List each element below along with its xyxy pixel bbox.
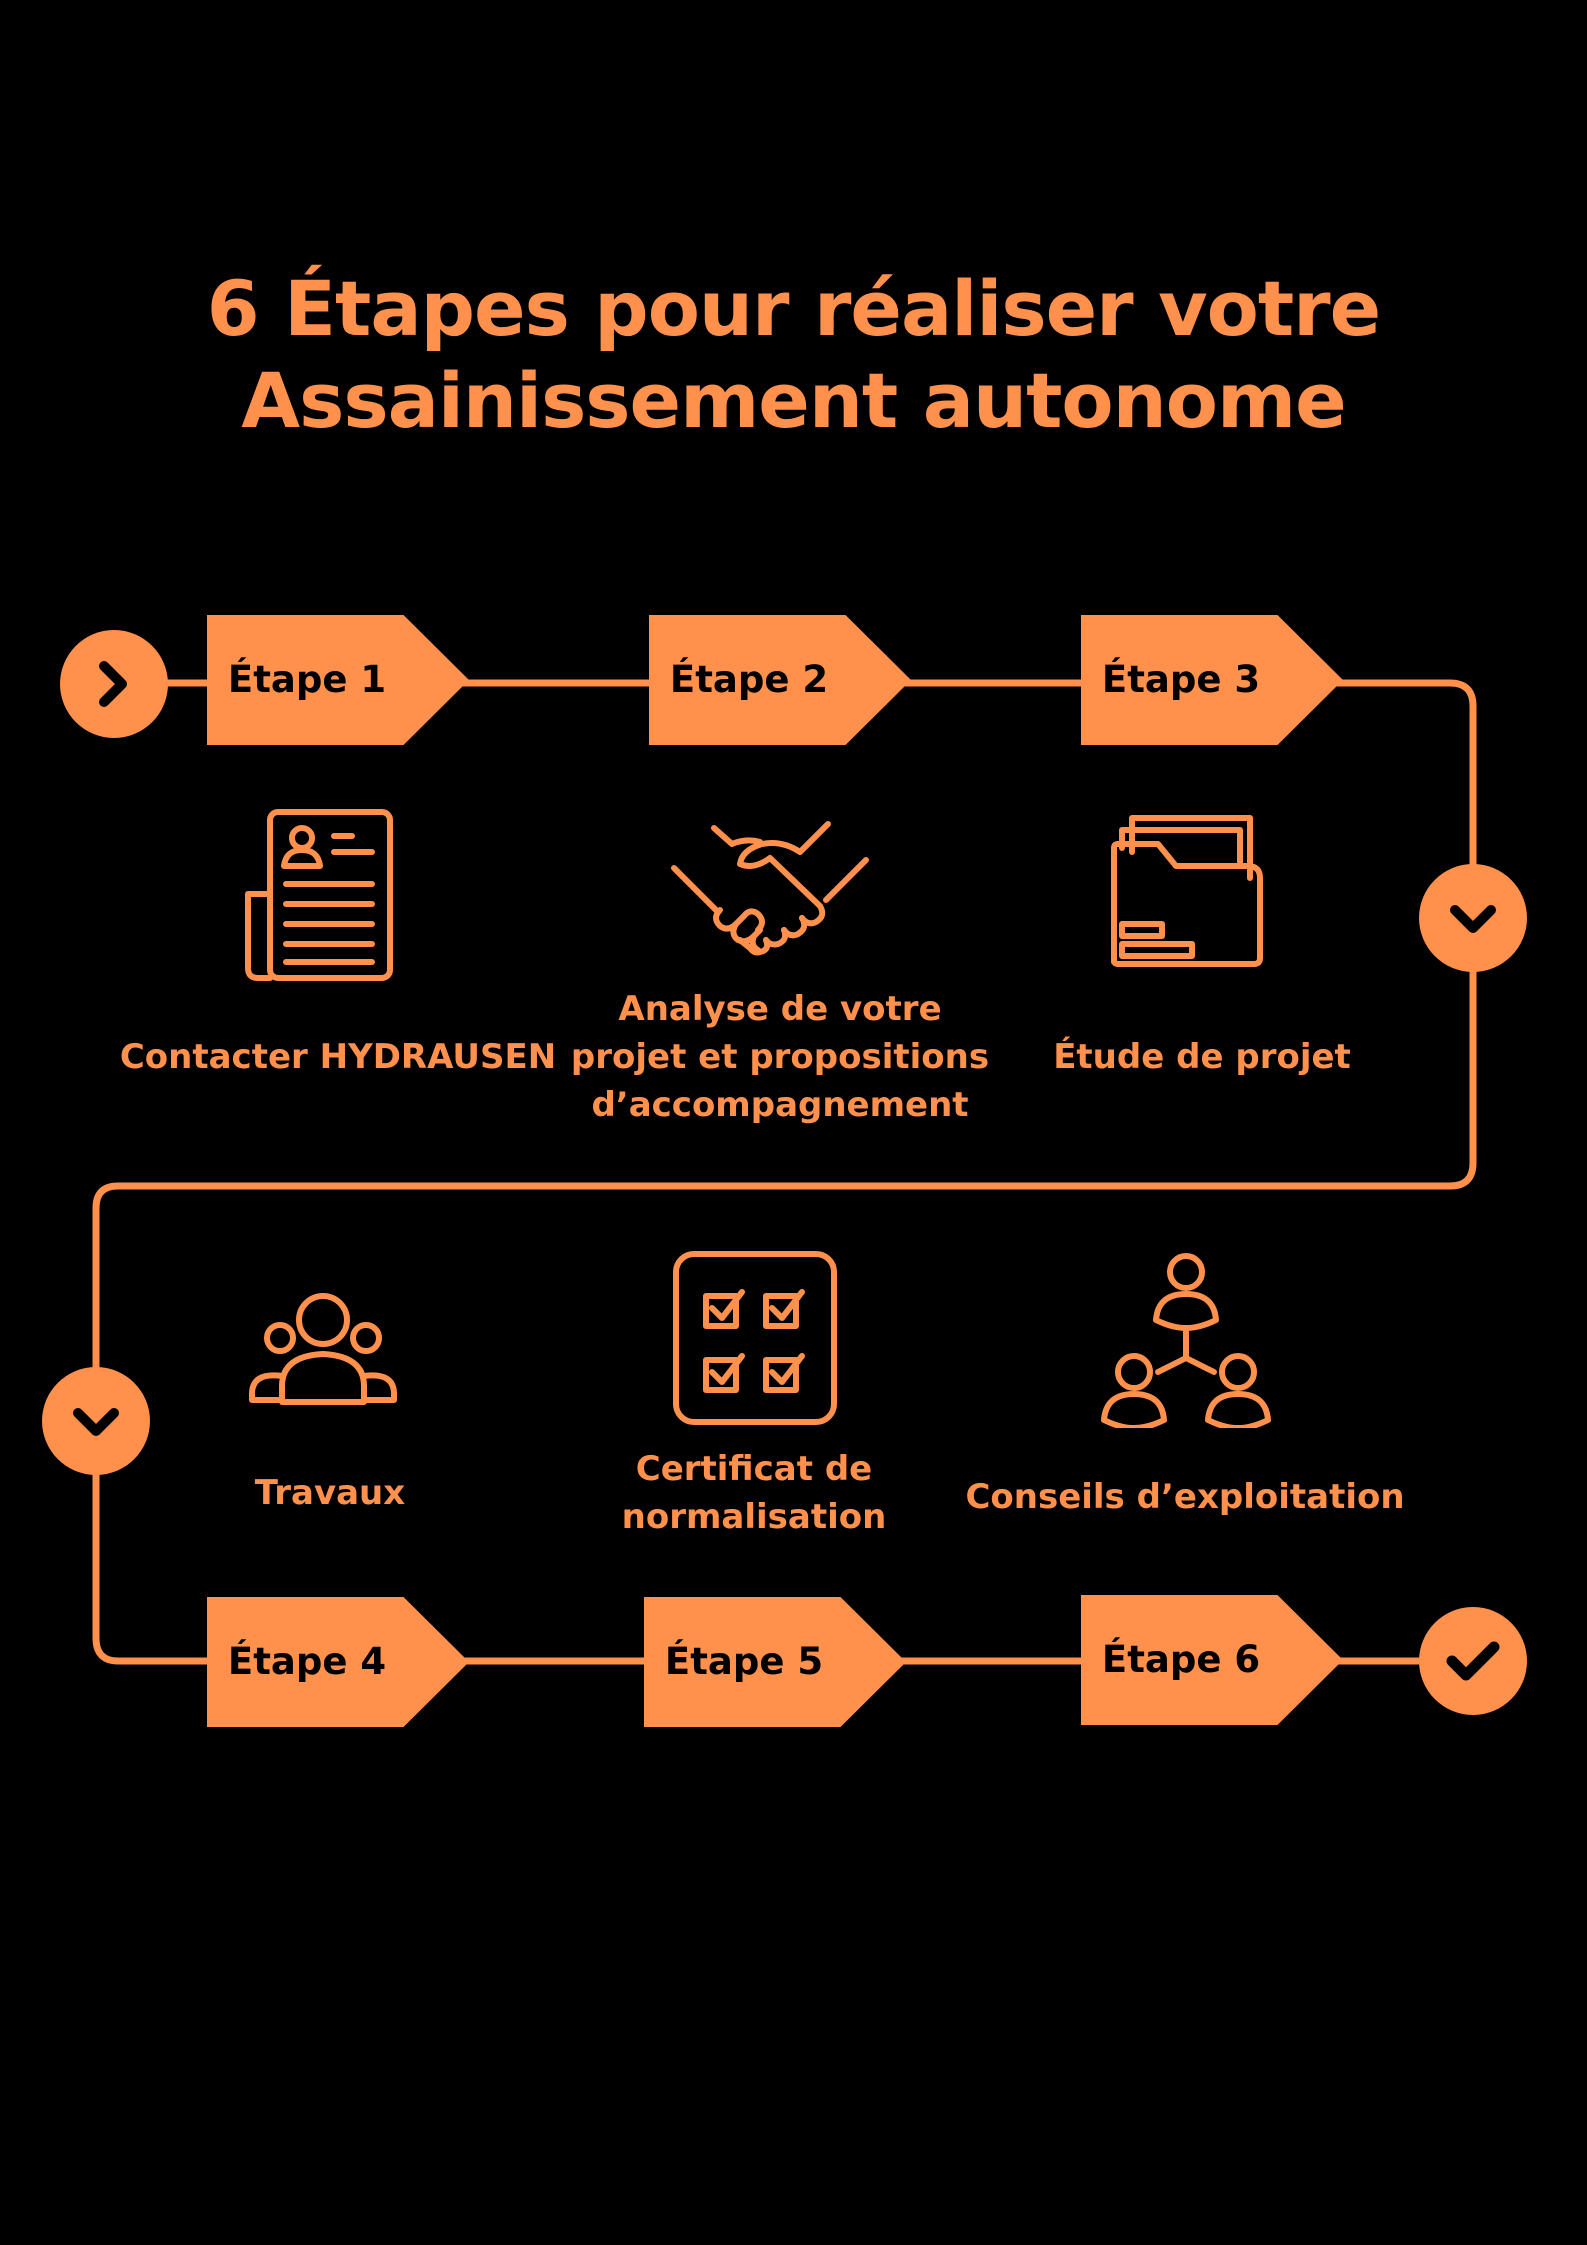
chevron-down-icon bbox=[1450, 905, 1496, 933]
label-line: Certificat de bbox=[635, 1449, 873, 1489]
chevron-right-icon bbox=[99, 661, 127, 707]
label-line: Analyse de votre bbox=[618, 989, 942, 1029]
step-tag-2: Étape 2 bbox=[649, 615, 911, 745]
label-line: normalisation bbox=[621, 1497, 887, 1537]
checkmark-icon bbox=[1446, 1641, 1500, 1681]
checklist-icon bbox=[673, 1251, 837, 1425]
step-tag-label: Étape 2 bbox=[669, 658, 829, 701]
step-tag-label: Étape 5 bbox=[664, 1640, 824, 1683]
page-title: 6 Étapes pour réaliser votre Assainissem… bbox=[0, 263, 1587, 447]
folder-icon bbox=[1111, 815, 1263, 967]
turn-marker-right bbox=[1419, 864, 1527, 972]
handshake-icon bbox=[671, 821, 869, 956]
label-line: Étude de projet bbox=[1053, 1037, 1351, 1077]
label-line: projet et propositions bbox=[570, 1037, 990, 1077]
step-label-1: Contacter HYDRAUSEN bbox=[100, 1033, 576, 1081]
group-people-icon bbox=[249, 1293, 397, 1405]
step-label-4: Travaux bbox=[180, 1469, 480, 1517]
step-label-5: Certificat de normalisation bbox=[584, 1445, 924, 1541]
title-line-1: 6 Étapes pour réaliser votre bbox=[206, 263, 1381, 353]
document-person-icon bbox=[245, 809, 393, 981]
title-line-2: Assainissement autonome bbox=[241, 355, 1346, 445]
step-label-3: Étude de projet bbox=[1020, 1033, 1384, 1081]
step-tag-label: Étape 3 bbox=[1101, 658, 1261, 701]
chevron-down-icon bbox=[73, 1408, 119, 1436]
network-people-icon bbox=[1101, 1253, 1271, 1428]
label-line: Contacter HYDRAUSEN bbox=[119, 1037, 557, 1077]
turn-marker-left bbox=[42, 1367, 150, 1475]
step-label-2: Analyse de votre projet et propositions … bbox=[560, 985, 1000, 1129]
step-label-6: Conseils d’exploitation bbox=[940, 1473, 1430, 1521]
label-line: d’accompagnement bbox=[591, 1085, 969, 1125]
step-tag-label: Étape 1 bbox=[227, 658, 387, 701]
start-marker bbox=[60, 630, 168, 738]
step-tag-label: Étape 4 bbox=[227, 1640, 387, 1683]
label-line: Travaux bbox=[254, 1473, 406, 1513]
label-line: Conseils d’exploitation bbox=[965, 1477, 1405, 1517]
step-tag-1: Étape 1 bbox=[207, 615, 469, 745]
step-tag-label: Étape 6 bbox=[1101, 1638, 1261, 1681]
end-marker bbox=[1419, 1607, 1527, 1715]
